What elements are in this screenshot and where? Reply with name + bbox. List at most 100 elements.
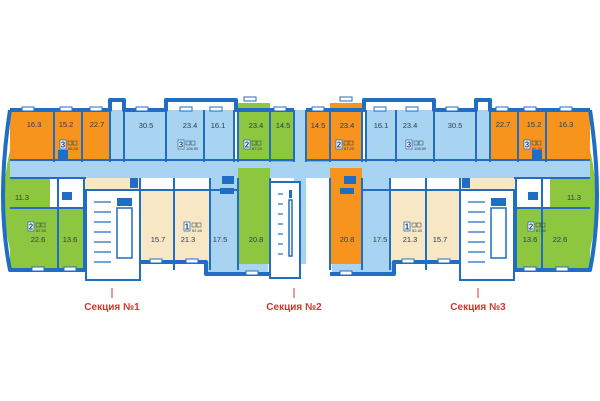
room-area-label: 17.5 <box>213 235 228 244</box>
room-r18 <box>10 208 58 268</box>
badge-room-box <box>27 221 35 232</box>
room-r3 <box>82 110 110 160</box>
window <box>339 270 353 276</box>
room-area-label: 14.5 <box>311 121 326 130</box>
window <box>21 106 35 112</box>
section-label: Секция №1 <box>84 302 140 313</box>
badge-room-box <box>527 221 535 232</box>
badge-icon <box>251 140 257 146</box>
elevator-door <box>117 198 132 206</box>
room-area-label: 16.1 <box>211 121 226 130</box>
window <box>495 106 509 112</box>
room-r12 <box>396 110 434 162</box>
room-area-label: 23.4 <box>183 121 198 130</box>
elevator-shaft <box>116 207 133 259</box>
window <box>405 106 419 112</box>
room-area-label: 14.5 <box>276 121 291 130</box>
window <box>311 106 325 112</box>
badge-icon <box>413 140 419 146</box>
window <box>523 106 537 112</box>
outer-wall-3 <box>1 109 86 272</box>
utility-block <box>130 178 138 188</box>
badge-icon <box>67 140 73 146</box>
badge-total-area: 67.20 <box>344 146 355 151</box>
window <box>445 106 459 112</box>
room-r11 <box>366 110 396 162</box>
window <box>373 106 387 112</box>
utility-block <box>462 178 470 188</box>
badge-total-area: 66.30 <box>68 146 79 151</box>
room-area-label: 22.7 <box>496 120 511 129</box>
room-area-label: 11.3 <box>15 193 29 202</box>
badge-room-box <box>243 139 251 150</box>
elevator-shaft <box>490 207 507 259</box>
room-r14 <box>490 110 518 160</box>
stairwell-3 <box>459 189 515 281</box>
room-r16 <box>546 110 590 160</box>
room-r4 <box>124 110 166 172</box>
room-r8 <box>270 110 294 162</box>
room-area-label: 17.5 <box>373 235 388 244</box>
badge-room-count: 3 <box>407 141 412 150</box>
window <box>63 266 77 272</box>
room-area-label: 30.5 <box>448 121 463 130</box>
window <box>89 106 103 112</box>
room-area-label: 16.3 <box>27 120 42 129</box>
utility-block <box>58 150 68 160</box>
room-r23 <box>238 168 270 264</box>
badge-icon <box>535 222 541 228</box>
badge-room-box <box>335 139 343 150</box>
utility-block <box>62 192 72 200</box>
badge-icon <box>348 140 354 146</box>
badge-icon <box>411 222 417 228</box>
room-area-label: 15.7 <box>433 235 448 244</box>
room-area-label: 15.2 <box>59 120 74 129</box>
elevator-door <box>491 198 506 206</box>
room-area-label: 15.7 <box>151 235 166 244</box>
room-area-label: 23.4 <box>340 121 355 130</box>
room-area-label: 13.6 <box>523 235 538 244</box>
room-r20 <box>140 190 174 262</box>
room-area-label: 15.2 <box>527 120 542 129</box>
badge-room-count: 3 <box>61 141 66 150</box>
badge-total-area: 67.50 <box>36 228 47 233</box>
badge-total-area: 66.30 <box>532 146 543 151</box>
window <box>245 270 259 276</box>
room-area-label: 16.1 <box>374 121 389 130</box>
window <box>339 96 353 102</box>
window <box>59 106 73 112</box>
room-r28 <box>516 208 542 268</box>
badge-room-count: 3 <box>179 141 184 150</box>
room-area-label: 22.6 <box>553 235 568 244</box>
window <box>179 106 193 112</box>
window <box>273 106 287 112</box>
badge-room-count: 2 <box>529 223 534 232</box>
room-area-label: 13.6 <box>63 235 78 244</box>
room-area-label: 21.3 <box>403 235 418 244</box>
elevator-shaft <box>288 199 293 257</box>
utility-block <box>340 188 354 194</box>
window <box>243 96 257 102</box>
room-area-label: 21.3 <box>181 235 196 244</box>
badge-room-box <box>403 221 411 232</box>
utility-block <box>222 176 234 184</box>
window <box>185 258 199 264</box>
badge-room-count: 3 <box>525 141 530 150</box>
room-r27 <box>426 190 460 262</box>
badge-icon <box>191 222 197 228</box>
room-r19 <box>58 208 84 268</box>
badge-icon <box>72 140 78 146</box>
badge-room-count: 2 <box>337 141 342 150</box>
badge-total-area: 67.50 <box>536 228 547 233</box>
badge-room-box <box>405 139 413 150</box>
badge-icon <box>531 140 537 146</box>
